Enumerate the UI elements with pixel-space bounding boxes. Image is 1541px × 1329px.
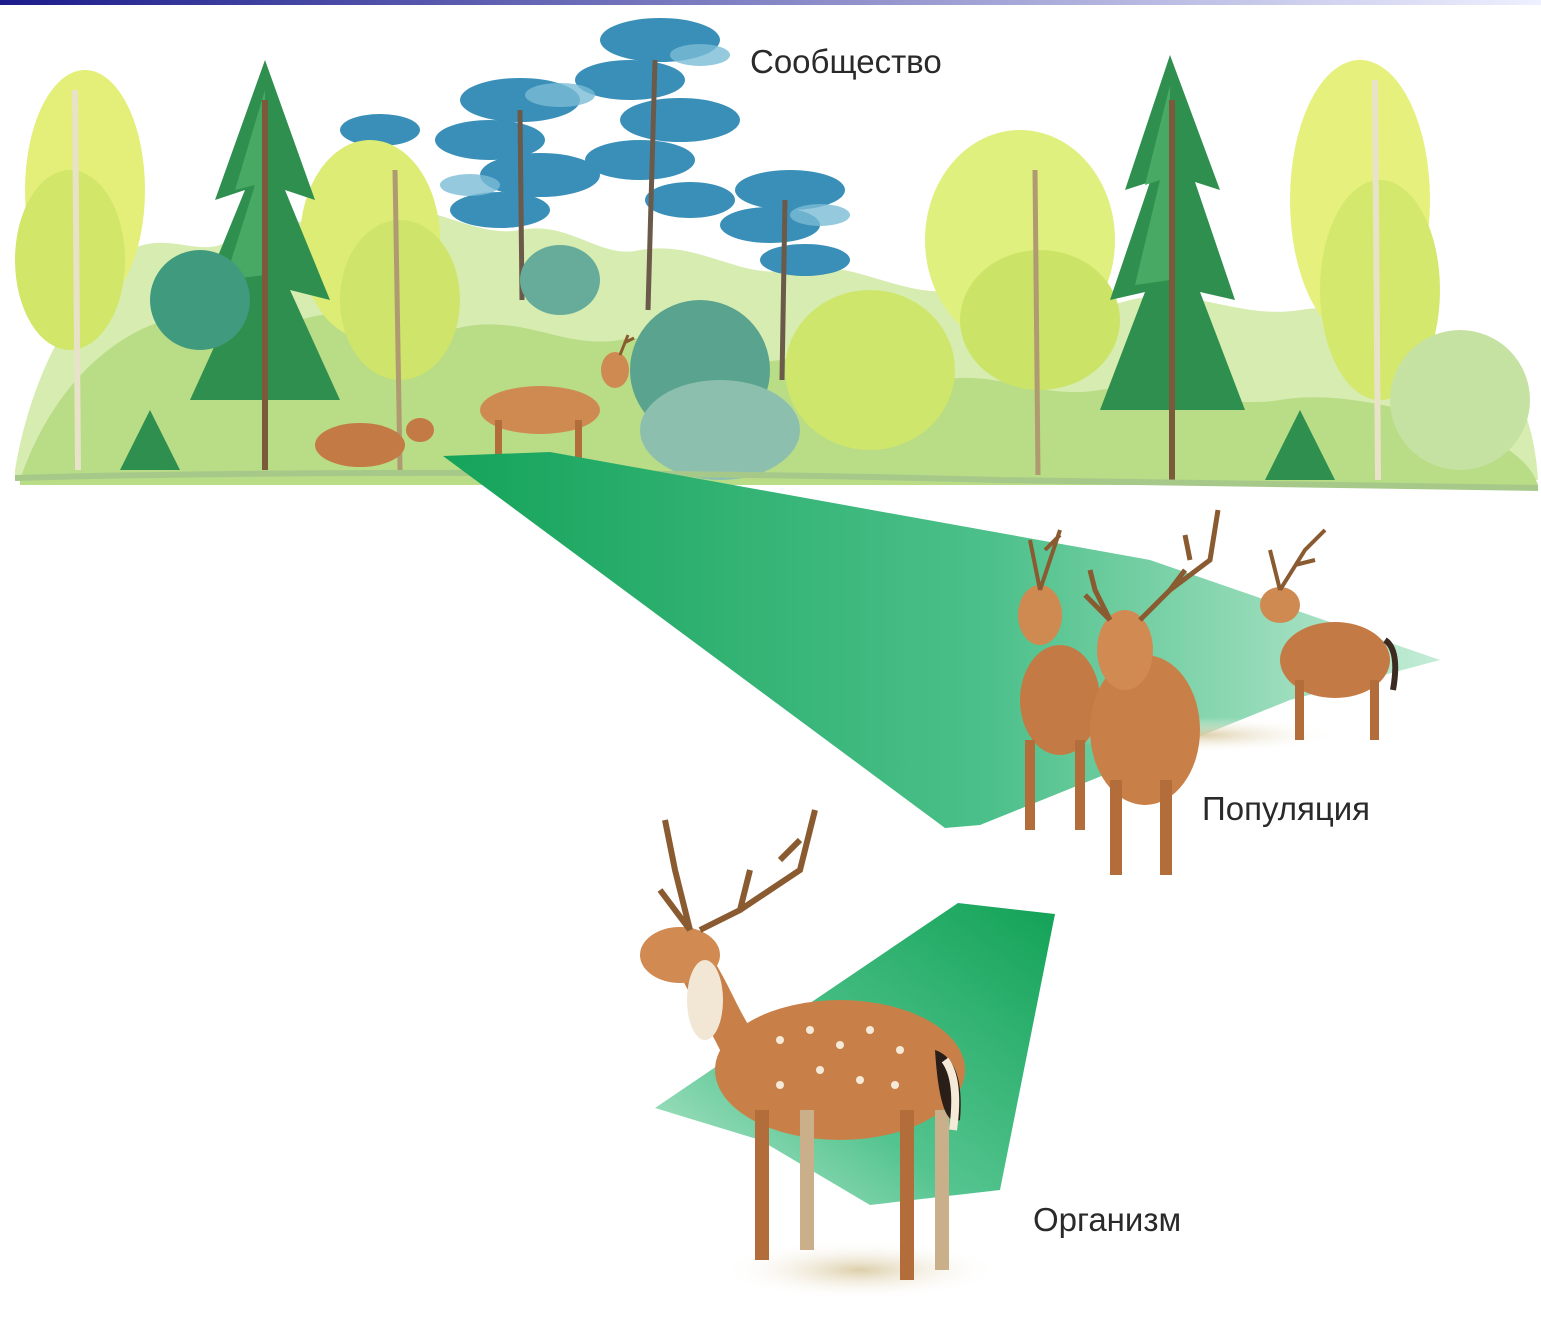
label-organism: Организм xyxy=(1033,1203,1181,1236)
top-bar xyxy=(0,0,1541,5)
label-population: Популяция xyxy=(1202,792,1370,825)
label-community: Сообщество xyxy=(750,45,942,78)
deer-icon xyxy=(640,810,965,1280)
forest-illustration xyxy=(15,18,1538,488)
organism-deer xyxy=(640,810,1000,1300)
